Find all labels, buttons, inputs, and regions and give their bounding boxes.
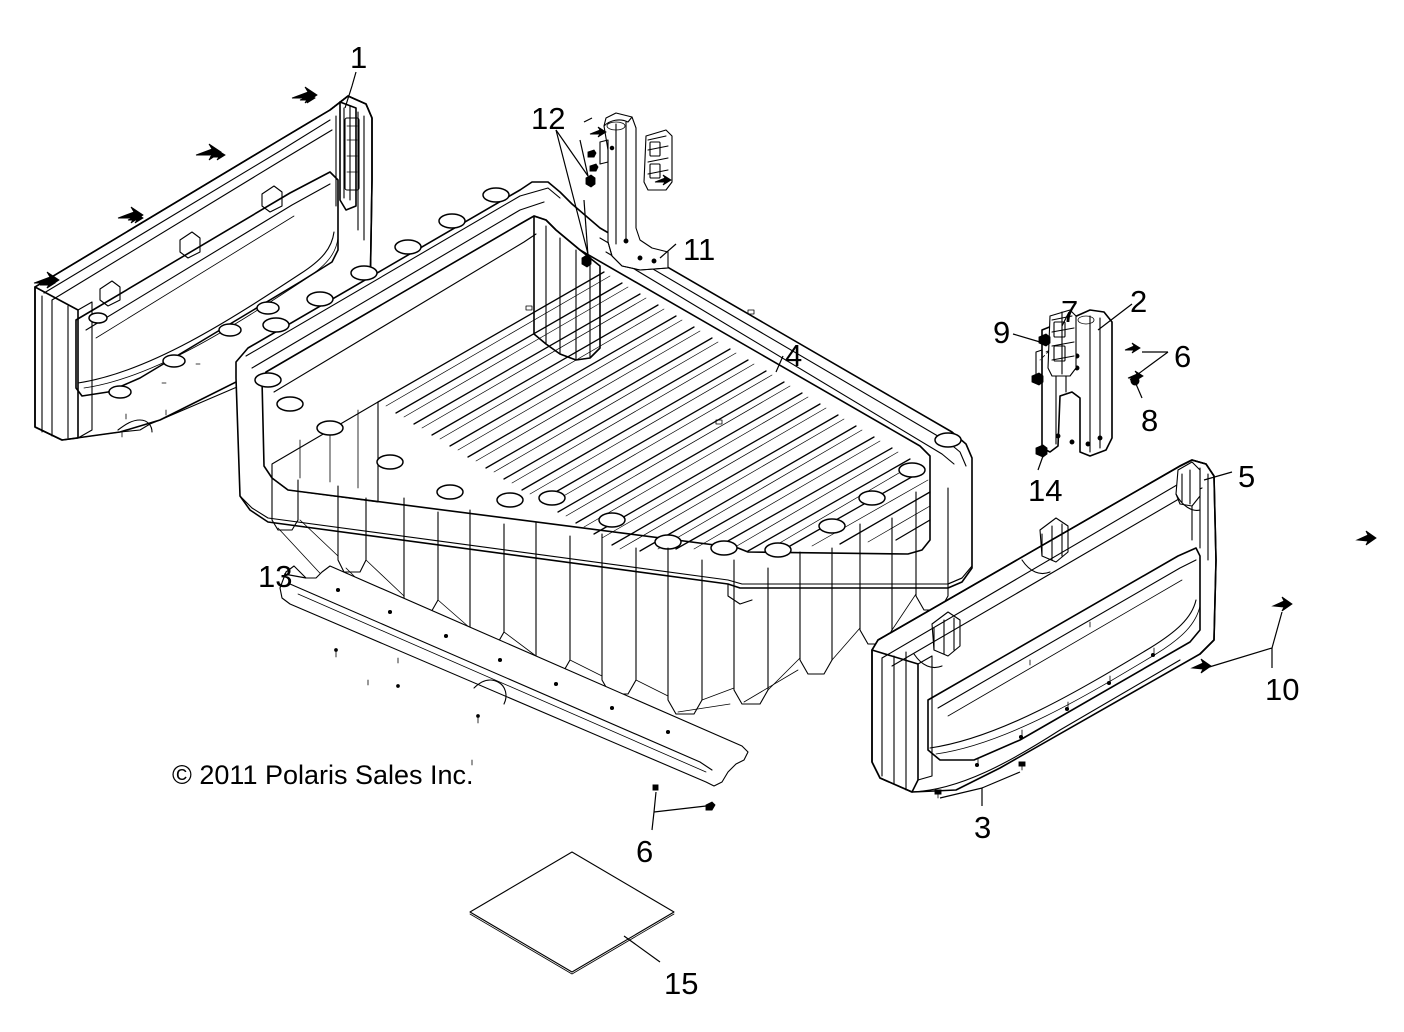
screw-6d (705, 801, 716, 811)
right-side-panel-group (871, 459, 1217, 793)
bolt-12a (581, 117, 593, 268)
cargo-box-group (235, 181, 973, 715)
callout-3: 3 (974, 810, 992, 845)
callout-4: 4 (785, 338, 803, 373)
fastener-14b (1031, 372, 1044, 386)
rivet-9 (1038, 333, 1051, 347)
fasteners-group (39, 92, 1377, 811)
callout-6: 6 (1174, 339, 1192, 374)
callout-5: 5 (1238, 459, 1256, 494)
screw-loose-right (1355, 530, 1377, 546)
bed-ribs (377, 271, 931, 552)
callout-6-lower: 6 (636, 834, 654, 869)
callout-8: 8 (1141, 403, 1159, 438)
bed-mat-group (469, 851, 675, 975)
leader-lines (283, 71, 1283, 963)
callout-1: 1 (350, 40, 368, 75)
latch-striker-group (1047, 309, 1077, 377)
rim-holes (254, 187, 962, 558)
screw-6a (1124, 342, 1141, 354)
fastener-14a (1035, 444, 1048, 458)
rivet-3b (1018, 761, 1026, 771)
copyright-notice: © 2011 Polaris Sales Inc. (172, 760, 474, 790)
callout-10: 10 (1265, 672, 1300, 707)
callout-7: 7 (1061, 294, 1079, 329)
support-bracket-group (599, 112, 673, 271)
rivet-3a (934, 789, 942, 799)
screw-6c (652, 784, 659, 791)
callout-15: 15 (664, 966, 699, 1001)
callout-13: 13 (258, 559, 293, 594)
callout-12: 12 (531, 101, 566, 136)
screw-10b (1271, 596, 1293, 612)
callout-9: 9 (993, 315, 1011, 350)
callout-11: 11 (683, 232, 716, 267)
bolt-12b (579, 139, 596, 188)
callout-14: 14 (1028, 473, 1063, 508)
callout-2: 2 (1130, 284, 1148, 319)
